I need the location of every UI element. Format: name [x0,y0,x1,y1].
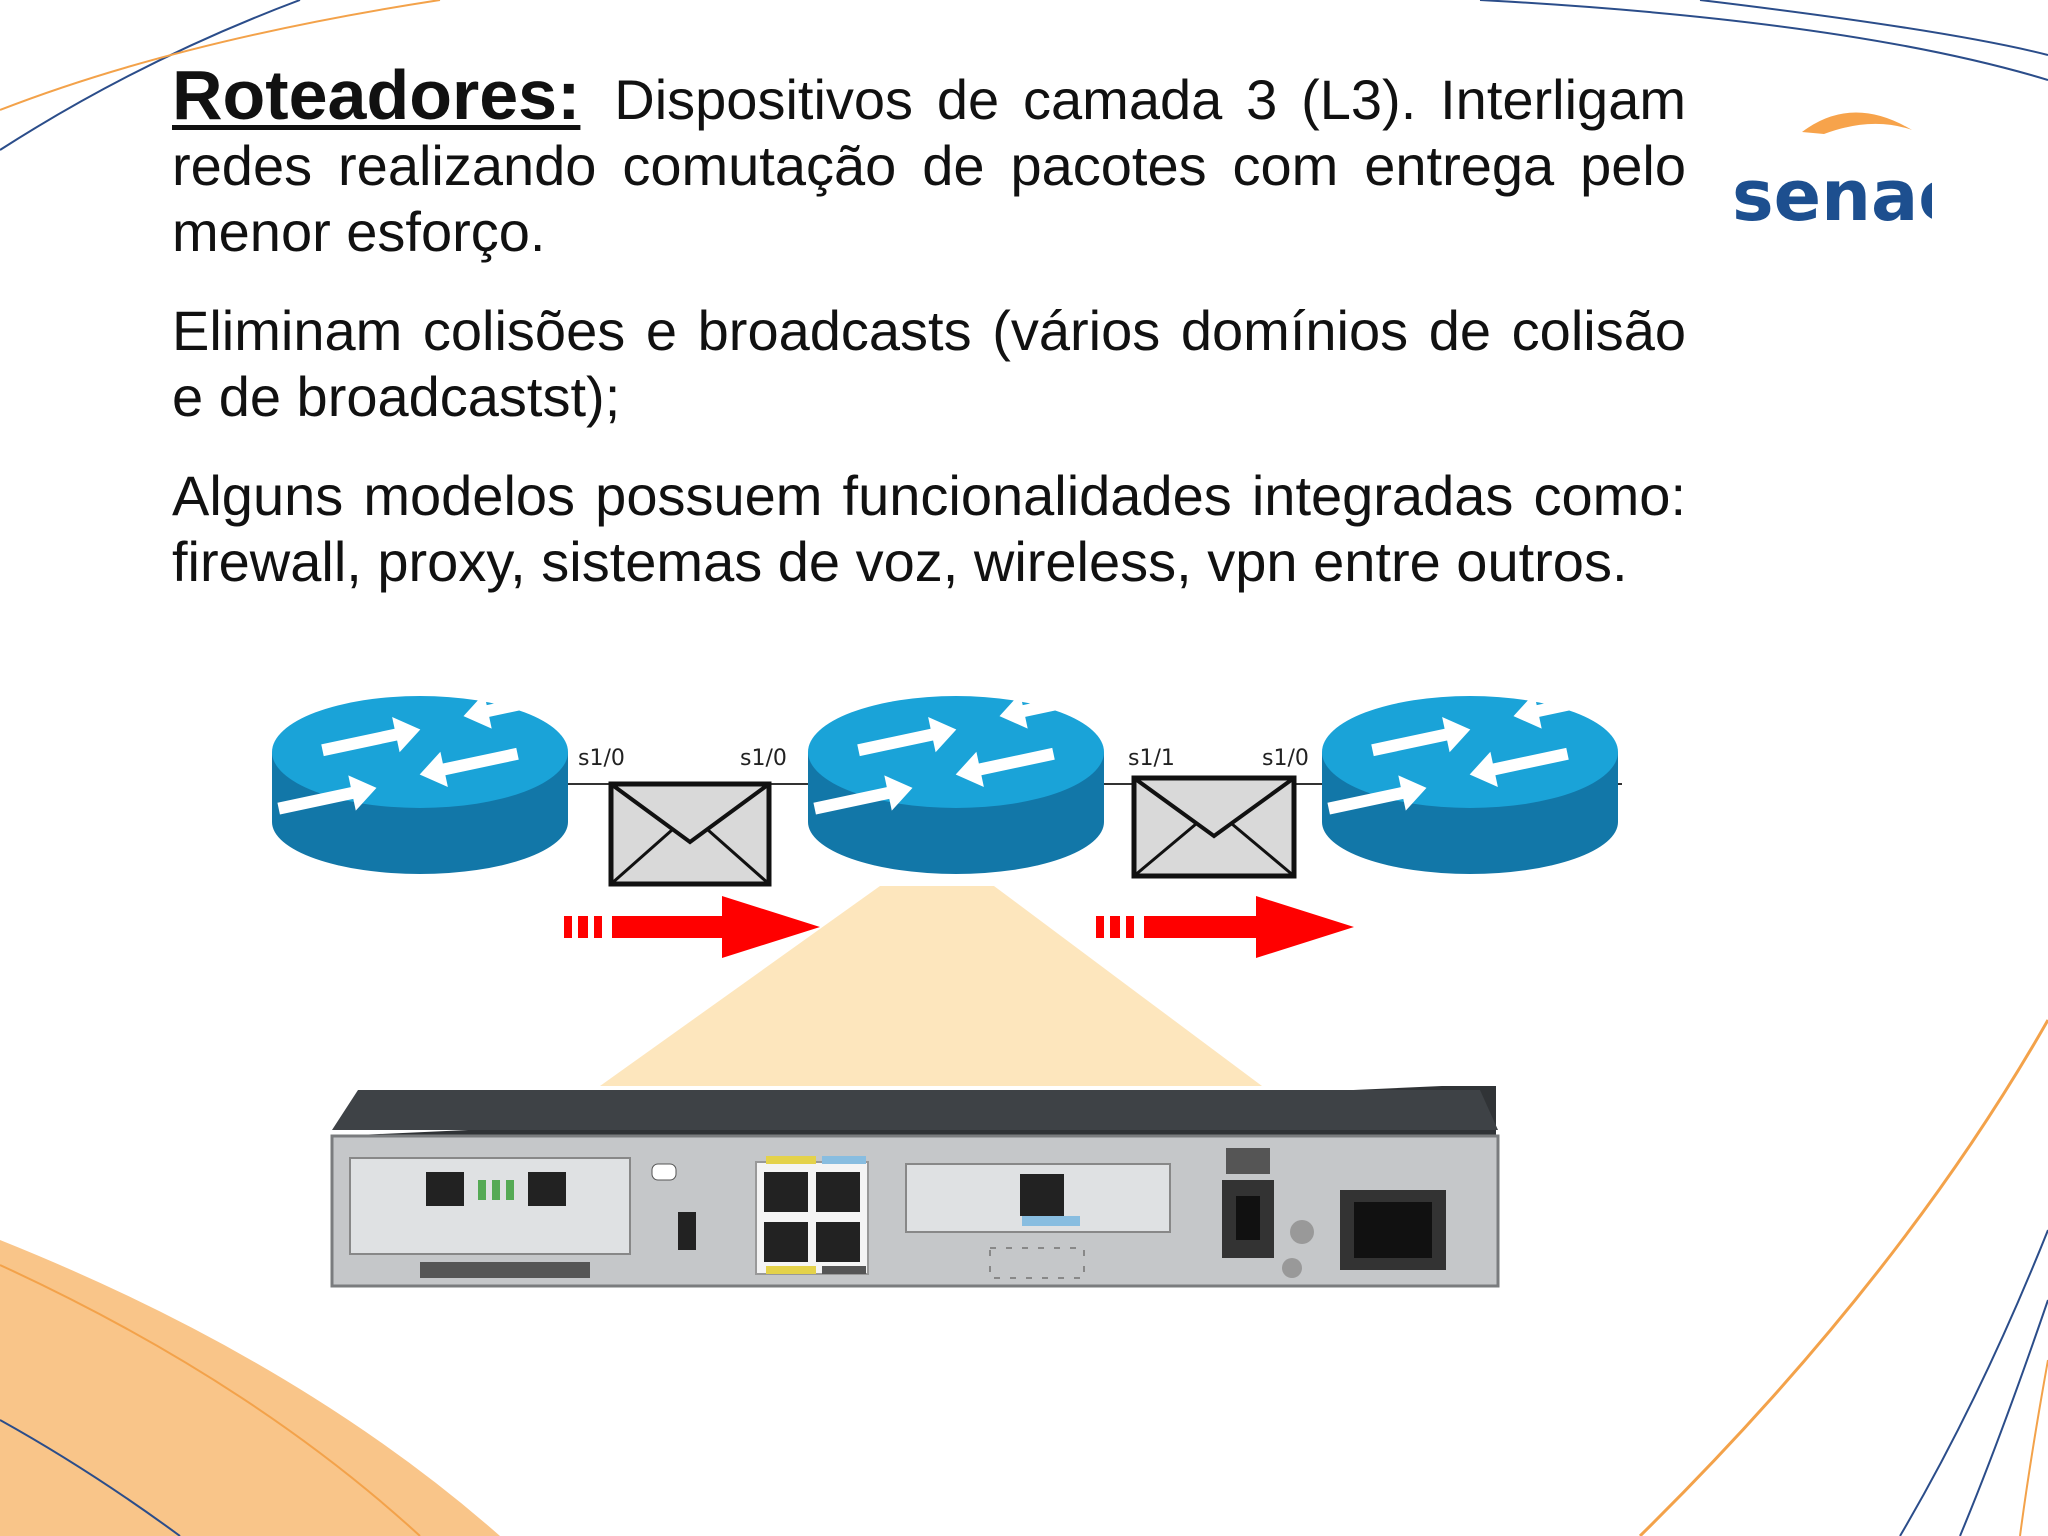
senac-logo: senac [1732,102,1960,237]
router-2 [808,677,1104,874]
paragraph-2: Eliminam colisões e broadcasts (vários d… [172,299,1686,428]
interface-label-r2-right: s1/1 [1128,746,1175,771]
logo-text: senac [1732,155,1932,232]
intro-text: Dispositivos de camada 3 (L3). Interliga… [172,68,1686,263]
packet-envelope-2 [1131,775,1297,879]
interface-label-r1: s1/0 [578,746,625,771]
router-3 [1322,677,1618,874]
packet-envelope-1 [608,781,772,887]
direction-arrow-2 [1096,896,1354,958]
interface-label-r2-left: s1/0 [740,746,787,771]
paragraph-3: Alguns modelos possuem funcionalidades i… [172,464,1686,593]
direction-arrow-1 [564,896,820,958]
router-hardware-image [330,1086,1500,1288]
zoom-beam [600,886,1262,1086]
paragraph-1: Roteadores: Dispositivos de camada 3 (L3… [172,60,1686,265]
router-1 [272,677,568,874]
logo-swoosh [1802,112,1912,134]
slide-text: Roteadores: Dispositivos de camada 3 (L3… [172,60,1686,628]
slide-title: Roteadores: [172,56,581,134]
interface-label-r3: s1/0 [1262,746,1309,771]
